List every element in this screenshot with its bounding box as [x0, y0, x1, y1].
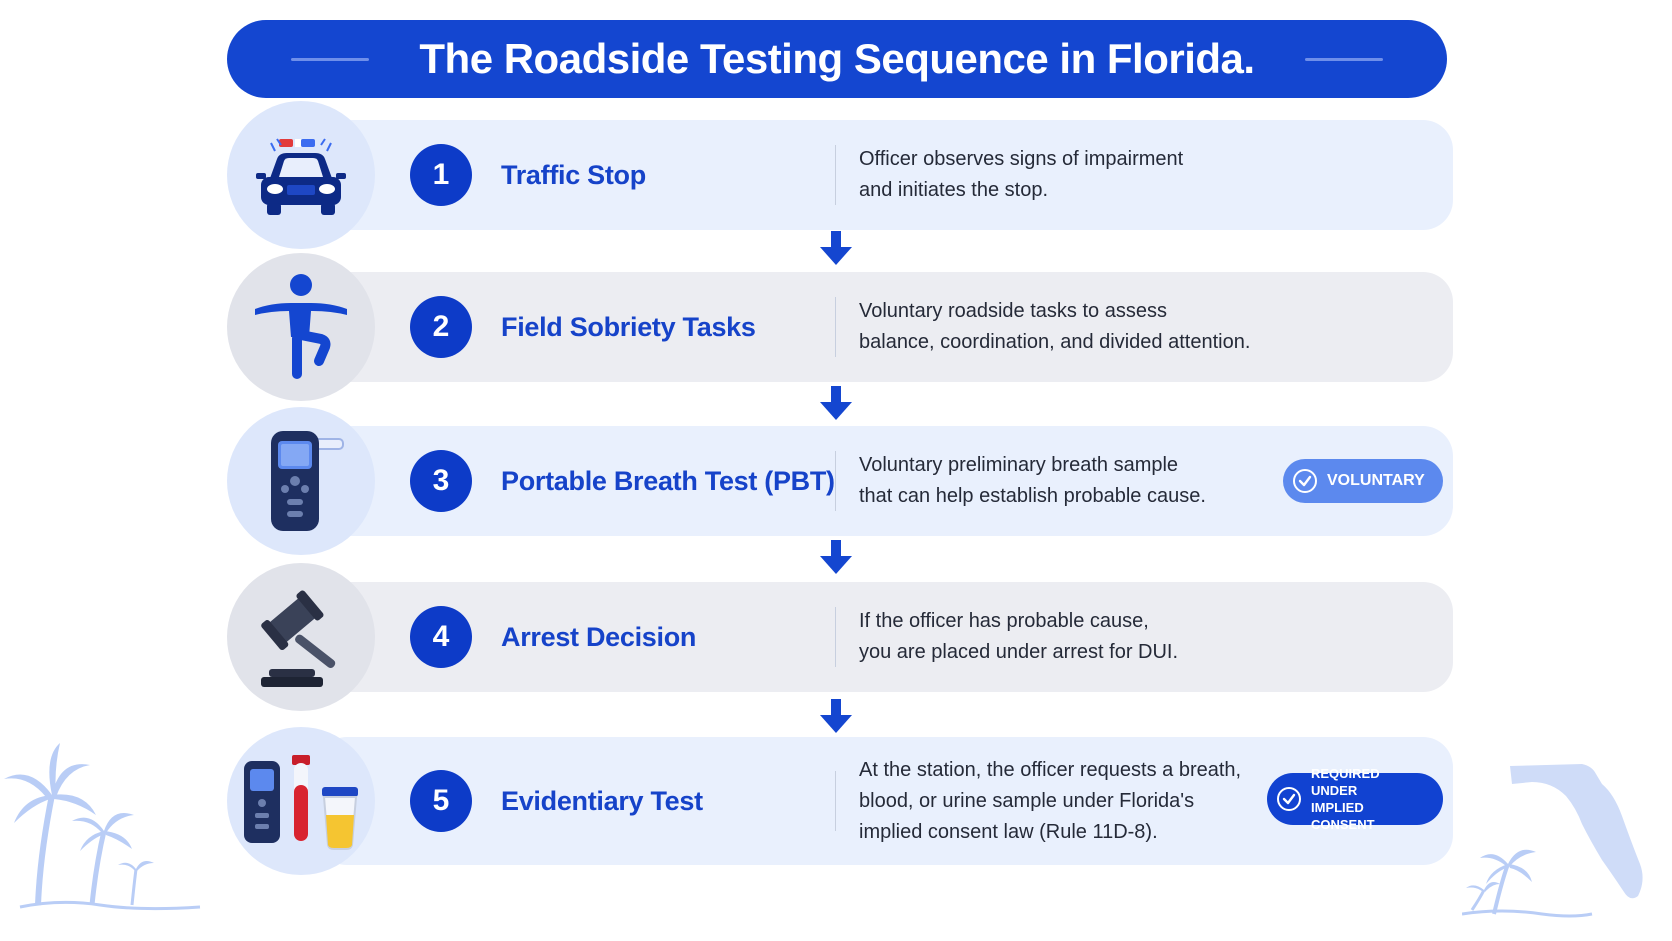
title-decor-line-right	[1305, 58, 1383, 61]
step-title: Evidentiary Test	[501, 785, 703, 816]
title-banner: The Roadside Testing Sequence in Florida…	[227, 20, 1447, 98]
badge-label: REQUIRED UNDER IMPLIED CONSENT	[1311, 766, 1380, 832]
breathalyzer-icon	[271, 431, 344, 531]
page-title: The Roadside Testing Sequence in Florida…	[419, 35, 1255, 82]
step-portable-breath-test: 3 Portable Breath Test (PBT) Voluntary p…	[227, 407, 1453, 555]
step-icon-circle	[227, 563, 375, 711]
step-title: Traffic Stop	[501, 159, 646, 190]
step-card	[317, 426, 1453, 536]
palm-trees-decor-left-icon	[4, 743, 201, 911]
test-samples-icon	[244, 755, 358, 850]
step-title: Field Sobriety Tasks	[501, 311, 756, 342]
required-badge: REQUIRED UNDER IMPLIED CONSENT	[1267, 766, 1443, 832]
step-card	[317, 582, 1453, 692]
check-icon	[1277, 787, 1301, 811]
step-card	[317, 120, 1453, 230]
step-description: Officer observes signs of impairment and…	[859, 148, 1184, 201]
divider	[835, 297, 836, 357]
step-icon-circle	[227, 727, 375, 875]
divider	[835, 145, 836, 205]
down-arrow-icon	[820, 386, 852, 420]
step-icon-circle	[227, 407, 375, 555]
step-field-sobriety: 2 Field Sobriety Tasks Voluntary roadsid…	[227, 253, 1453, 401]
title-decor-line-left	[291, 58, 369, 61]
step-description: Voluntary roadside tasks to assess balan…	[859, 300, 1251, 353]
step-description: At the station, the officer requests a b…	[859, 758, 1242, 843]
down-arrow-icon	[820, 699, 852, 733]
step-number: 2	[410, 296, 472, 358]
step-icon-circle	[227, 253, 375, 401]
step-icon-circle	[227, 101, 375, 249]
divider	[835, 607, 836, 667]
divider	[835, 771, 836, 831]
step-number: 4	[410, 606, 472, 668]
step-card	[317, 272, 1453, 382]
step-title: Arrest Decision	[501, 621, 697, 652]
divider	[835, 451, 836, 511]
florida-map-decor-icon	[1462, 764, 1643, 918]
badge-label: VOLUNTARY	[1327, 472, 1425, 489]
step-evidentiary-test: 5 Evidentiary Test At the station, the o…	[227, 727, 1453, 875]
voluntary-badge: VOLUNTARY	[1283, 459, 1443, 503]
one-leg-stand-icon	[255, 274, 347, 379]
step-description: If the officer has probable cause, you a…	[859, 610, 1179, 663]
police-car-icon	[256, 138, 346, 215]
step-traffic-stop: 1 Traffic Stop Officer observes signs of…	[227, 101, 1453, 249]
step-number: 3	[410, 450, 472, 512]
step-number: 5	[410, 770, 472, 832]
step-card	[317, 737, 1453, 865]
step-arrest-decision: 4 Arrest Decision If the officer has pro…	[227, 563, 1453, 711]
step-number: 1	[410, 144, 472, 206]
step-description: Voluntary preliminary breath sample that…	[859, 454, 1206, 507]
gavel-icon	[261, 590, 336, 687]
down-arrow-icon	[820, 540, 852, 574]
down-arrow-icon	[820, 231, 852, 265]
check-icon	[1293, 469, 1317, 493]
step-title: Portable Breath Test (PBT)	[501, 465, 835, 496]
